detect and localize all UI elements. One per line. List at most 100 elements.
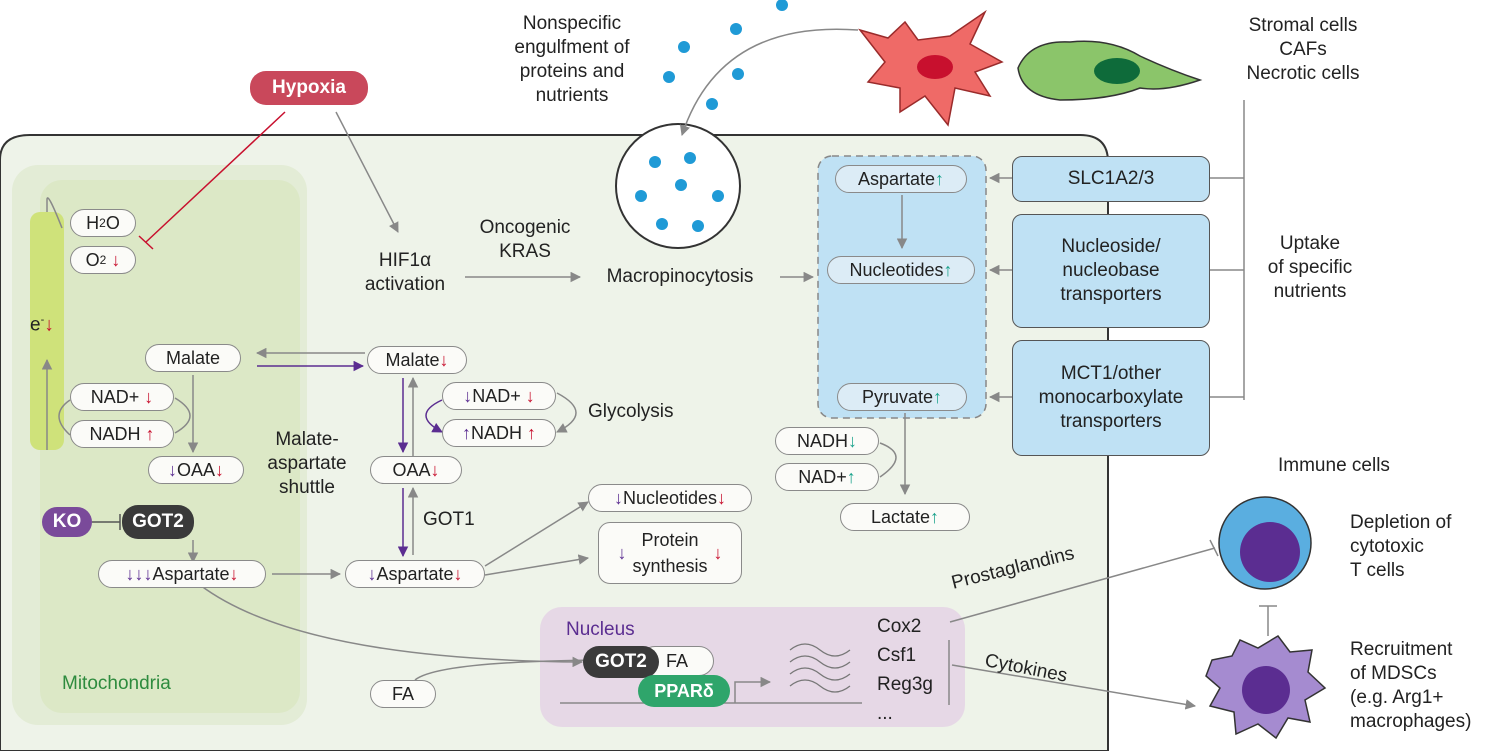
shuttle-line: shuttle <box>279 477 335 498</box>
stromal-label: Stromal cells CAFs Necrotic cells <box>1228 14 1378 86</box>
got2-label: GOT2 <box>132 511 184 532</box>
down-arrow-icon: ↓ <box>111 249 121 270</box>
got1-label: GOT1 <box>423 509 475 530</box>
down-arrow-icon: ↓ <box>367 563 377 584</box>
nucleoside-transporter-box: Nucleoside/ nucleobase transporters <box>1012 214 1210 328</box>
pill-label: NAD+ <box>472 385 521 406</box>
cyto-oaa-pill: OAA↓ <box>370 456 462 484</box>
down-arrow-icon: ↓ <box>717 487 727 508</box>
up-arrow-icon: ↑ <box>935 168 945 189</box>
down-arrow-icon: ↓ <box>713 542 723 563</box>
mito-nadh-pill: NADH ↑ <box>70 420 174 448</box>
green-cell-nucleus-icon <box>1094 58 1140 84</box>
ko-label: KO <box>52 511 82 532</box>
stromal-line: Necrotic cells <box>1246 63 1360 84</box>
stromal-line: CAFs <box>1279 39 1327 60</box>
mito-aspartate-pill: ↓↓↓Aspartate↓ <box>98 560 266 588</box>
mct-line: MCT1/other <box>1060 363 1162 384</box>
hif1a-label: HIF1α activation <box>345 249 465 297</box>
engulfment-line: nutrients <box>535 85 609 106</box>
cyto-fa-pill: FA <box>370 680 436 708</box>
gene-item: Cox2 <box>877 616 922 637</box>
uptake-pyruvate-pill: Pyruvate↑ <box>837 383 967 411</box>
ppar-label: PPARδ <box>654 680 714 701</box>
down-arrow-icon: ↓ <box>617 542 627 563</box>
nucleus-label: Nucleus <box>566 619 635 640</box>
mdsc-line: (e.g. Arg1+ <box>1350 687 1444 708</box>
mrna-waves-icon <box>789 643 851 693</box>
gene-list: Cox2 Csf1 Reg3g ... <box>877 612 933 728</box>
protein-text: Protein synthesis <box>632 527 707 579</box>
shuttle-line: Malate- <box>275 429 339 450</box>
pill-label: Nucleotides <box>622 487 718 508</box>
gene-item: Reg3g <box>877 674 933 695</box>
down-arrow-icon: ↓ <box>430 459 440 480</box>
hypoxia-label: Hypoxia <box>272 77 346 98</box>
up-arrow-icon: ↑ <box>846 466 856 487</box>
ko-badge: KO <box>42 507 92 537</box>
pill-label: NAD+ <box>90 386 140 407</box>
down-arrow-icon: ↓ <box>439 349 449 370</box>
hif1a-line: activation <box>364 274 446 295</box>
slc-transporter-box: SLC1A2/3 <box>1012 156 1210 202</box>
pill-label: Aspartate <box>152 563 230 584</box>
tcell-nucleus-icon <box>1240 522 1300 582</box>
down-arrow-icon: ↓ <box>463 385 473 406</box>
pill-label: NAD+ <box>798 466 847 487</box>
hypoxia-badge: Hypoxia <box>250 71 368 105</box>
protein-synthesis-pill: ↓ Protein synthesis ↓ <box>598 522 742 584</box>
hif1a-line: HIF1α <box>378 250 432 271</box>
pill-label: Pyruvate <box>861 386 934 407</box>
uptake-nucleotides-pill: Nucleotides↑ <box>827 256 975 284</box>
glycolysis-label: Glycolysis <box>588 401 674 422</box>
up-arrow-icon: ↑ <box>461 422 471 443</box>
pill-label: Nucleotides <box>849 259 944 280</box>
down-arrow-icon: ↓ <box>215 459 224 480</box>
mdsc-line: of MDSCs <box>1350 663 1437 684</box>
ppar-badge: PPARδ <box>638 675 730 707</box>
engulfment-label: Nonspecific engulfment of proteins and n… <box>492 12 652 108</box>
uptake-box <box>817 155 987 419</box>
uptake-label: Uptake of specific nutrients <box>1255 232 1365 304</box>
gene-item: Csf1 <box>877 645 917 666</box>
mdsc-label: Recruitment of MDSCs (e.g. Arg1+ macroph… <box>1350 638 1471 734</box>
lactate-nad-pill: NAD+↑ <box>775 463 879 491</box>
mito-oaa-pill: ↓OAA↓ <box>148 456 244 484</box>
mct-line: monocarboxylate <box>1038 387 1184 408</box>
down-arrow-icon: ↓ <box>453 563 463 584</box>
mito-malate-pill: Malate <box>145 344 241 372</box>
etc-bar <box>30 212 64 450</box>
mitochondria-label: Mitochondria <box>62 673 171 694</box>
pill-label: Malate <box>165 347 221 368</box>
tcell-label: Depletion of cytotoxic T cells <box>1350 511 1451 583</box>
nucleus-got2-badge: GOT2 <box>583 646 659 678</box>
nucleoside-line: transporters <box>1060 284 1162 305</box>
cyto-nucleotides-pill: ↓Nucleotides↓ <box>588 484 752 512</box>
down-arrow-icon: ↓ <box>613 487 623 508</box>
shuttle-line: aspartate <box>267 453 347 474</box>
down-arrow-icon: ↓ <box>44 314 54 336</box>
down-arrow-icon: ↓ <box>525 385 535 406</box>
up-arrow-icon: ↑ <box>943 259 953 280</box>
e-minus-label: e-↓ <box>30 314 54 336</box>
uptake-aspartate-pill: Aspartate↑ <box>835 165 967 193</box>
kras-line: KRAS <box>499 241 551 262</box>
tcell-line: Depletion of <box>1350 512 1452 533</box>
pill-label: Aspartate <box>376 563 454 584</box>
down-arrow-icon: ↓ <box>229 563 239 584</box>
uptake-line: Uptake <box>1279 233 1341 254</box>
protein-line: synthesis <box>632 556 708 576</box>
cyto-nadh-pill: ↑NADH ↑ <box>442 419 556 447</box>
pill-label: OAA <box>176 459 215 480</box>
mdsc-nucleus-icon <box>1242 666 1290 714</box>
nutrient-dots <box>635 0 788 232</box>
mct-transporter-box: MCT1/other monocarboxylate transporters <box>1012 340 1210 456</box>
up-arrow-icon: ↑ <box>930 506 940 527</box>
pill-label: NADH <box>796 430 848 451</box>
uptake-line: nutrients <box>1273 281 1347 302</box>
pill-label: NADH <box>89 423 141 444</box>
down-arrow-icon: ↓ <box>167 459 177 480</box>
